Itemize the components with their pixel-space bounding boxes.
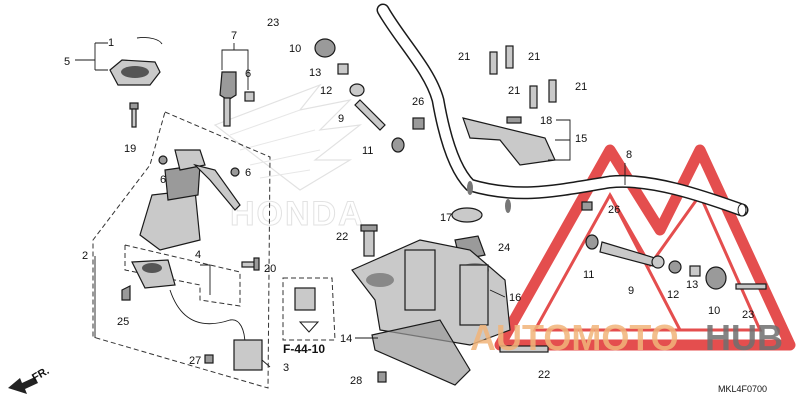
callout-6c: 6 bbox=[245, 167, 251, 179]
reference-block: F-44-10 bbox=[282, 277, 336, 356]
callout-14: 14 bbox=[340, 333, 352, 345]
callout-13a: 13 bbox=[309, 67, 321, 79]
handle-weight-right bbox=[581, 201, 767, 290]
callout-26b: 26 bbox=[608, 204, 620, 216]
callout-24: 24 bbox=[498, 242, 510, 254]
screw-part bbox=[129, 102, 139, 128]
reference-label: F-44-10 bbox=[283, 342, 325, 356]
handle-weight-upper bbox=[314, 38, 405, 257]
callout-27: 27 bbox=[189, 355, 201, 367]
callout-10b: 10 bbox=[708, 305, 720, 317]
steering-stem bbox=[351, 207, 549, 386]
nut-part bbox=[412, 117, 425, 130]
callout-8: 8 bbox=[626, 149, 632, 161]
callout-21a: 21 bbox=[458, 51, 470, 63]
watermark-brand-part1: AUTOMOTO bbox=[470, 317, 679, 358]
handlebar-holder bbox=[462, 45, 557, 166]
callouts: 1 5 7 6 19 6 6 2 4 20 25 27 3 23 10 13 1… bbox=[64, 17, 754, 387]
handlebar bbox=[376, 3, 749, 217]
diagram-code: MKL4F0700 bbox=[718, 384, 767, 394]
callout-2: 2 bbox=[82, 250, 88, 262]
watermark-brand: AUTOMOTO HUB bbox=[470, 317, 783, 358]
callout-22b: 22 bbox=[538, 369, 550, 381]
callout-16: 16 bbox=[509, 292, 521, 304]
front-direction-arrow-icon: FR. bbox=[8, 365, 51, 394]
callout-13b: 13 bbox=[686, 279, 698, 291]
callout-11a: 11 bbox=[362, 145, 373, 157]
ignition-switch-frame bbox=[92, 111, 271, 389]
ignition-switch-body bbox=[139, 149, 241, 251]
callout-9b: 9 bbox=[628, 285, 634, 297]
callout-12b: 12 bbox=[667, 289, 679, 301]
honda-wing-emblem: HONDA bbox=[213, 83, 365, 234]
callout-1: 1 bbox=[108, 37, 114, 49]
callout-25: 25 bbox=[117, 316, 129, 328]
callout-6a: 6 bbox=[245, 68, 251, 80]
callout-21c: 21 bbox=[508, 85, 520, 97]
callout-10a: 10 bbox=[289, 43, 301, 55]
callout-23b: 23 bbox=[742, 309, 754, 321]
callout-21d: 21 bbox=[575, 81, 587, 93]
callout-23a: 23 bbox=[267, 17, 279, 29]
callout-18: 18 bbox=[540, 115, 552, 127]
front-arrow-label: FR. bbox=[30, 365, 51, 384]
callout-7: 7 bbox=[231, 30, 237, 42]
bolt-part bbox=[241, 257, 260, 271]
key-part bbox=[219, 71, 255, 127]
callout-4: 4 bbox=[195, 249, 201, 261]
callout-22a: 22 bbox=[336, 231, 348, 243]
key-cover-part bbox=[109, 37, 163, 86]
leader-lines bbox=[75, 42, 626, 368]
callout-11b: 11 bbox=[583, 269, 594, 281]
callout-19: 19 bbox=[124, 143, 136, 155]
callout-12a: 12 bbox=[320, 85, 332, 97]
callout-20: 20 bbox=[264, 263, 276, 275]
callout-3: 3 bbox=[283, 362, 289, 374]
callout-5: 5 bbox=[64, 56, 70, 68]
honda-emblem-text: HONDA bbox=[230, 195, 365, 233]
callout-6b: 6 bbox=[160, 174, 166, 186]
callout-26a: 26 bbox=[412, 96, 424, 108]
watermark-brand-part2: HUB bbox=[705, 317, 783, 358]
callout-9a: 9 bbox=[338, 113, 344, 125]
callout-21b: 21 bbox=[528, 51, 540, 63]
callout-15: 15 bbox=[575, 133, 587, 145]
callout-17: 17 bbox=[440, 212, 452, 224]
callout-28: 28 bbox=[350, 375, 362, 387]
immobilizer-harness bbox=[121, 259, 263, 371]
